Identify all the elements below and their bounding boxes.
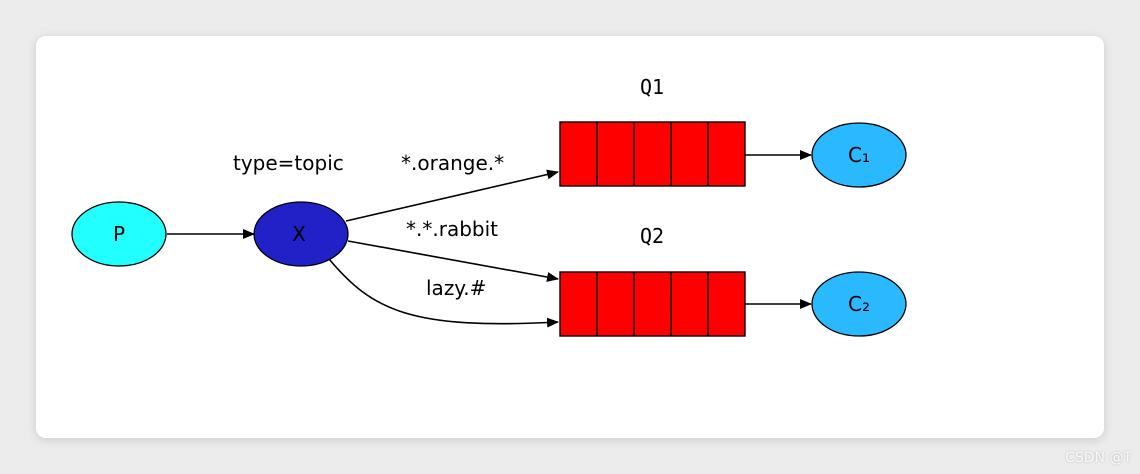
exchange-node: X [253, 201, 349, 267]
producer-shape [71, 201, 167, 267]
edge-exchange-q1 [345, 169, 559, 222]
consumer-c2-shape [811, 271, 907, 337]
queue-q2-label: Q2 [640, 224, 664, 248]
edge-exchange-q2-lazy [328, 258, 559, 328]
exchange-type-label: type=topic [233, 151, 344, 175]
consumer-c1-shape [811, 122, 907, 188]
consumer-c2-label: C₂ [848, 292, 870, 316]
queue-q1: Q1 [559, 75, 746, 187]
binding-label-orange: *.orange.* [401, 151, 504, 175]
queue-q2-box [559, 271, 746, 337]
queue-q2: Q2 [559, 224, 746, 337]
consumer-c2: C₂ [811, 271, 907, 337]
consumer-c1-label: C₁ [848, 143, 870, 167]
diagram-card [36, 36, 1104, 438]
exchange-label: X [292, 222, 306, 246]
watermark-text: CSDN @T [1065, 450, 1132, 466]
queue-q1-box [559, 121, 746, 187]
consumer-c1: C₁ [811, 122, 907, 188]
binding-label-lazy: lazy.# [426, 276, 486, 300]
binding-label-rabbit: *.*.rabbit [406, 217, 498, 241]
queue-q1-label: Q1 [640, 75, 664, 99]
exchange-shape [253, 201, 349, 267]
producer-node: P [71, 201, 167, 267]
producer-label: P [113, 222, 125, 246]
edge-exchange-q2-rabbit [347, 240, 559, 282]
